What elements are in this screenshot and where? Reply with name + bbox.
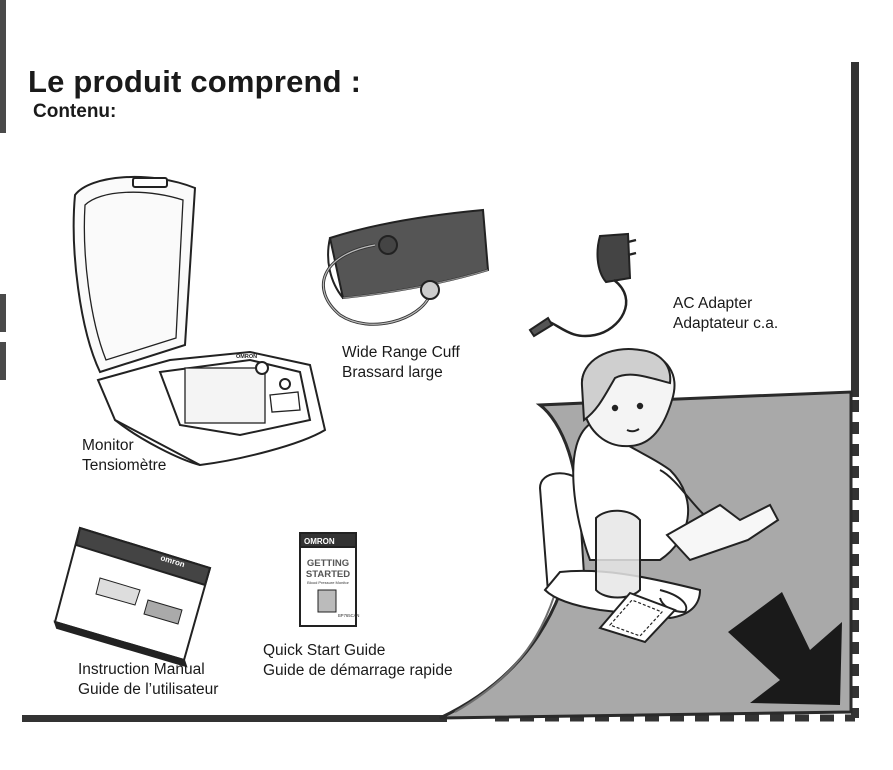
quick-start-label: Quick Start Guide Guide de démarrage rap… (263, 641, 453, 681)
cuff-label-fr: Brassard large (342, 363, 460, 383)
monitor-label: Monitor Tensiomètre (82, 436, 166, 476)
ac-adapter-illustration (530, 234, 636, 336)
cuff-label: Wide Range Cuff Brassard large (342, 343, 460, 383)
instruction-manual-illustration: omron (55, 528, 210, 666)
quick-start-brand-label: OMRON (304, 537, 335, 546)
adapter-label-fr: Adaptateur c.a. (673, 314, 778, 334)
monitor-label-en: Monitor (82, 436, 166, 456)
quick-start-cover-title-line1: GETTING (307, 558, 349, 569)
manual-label: Instruction Manual Guide de l’utilisateu… (78, 660, 218, 700)
monitor-brand-label: OMRON (236, 354, 257, 360)
cuff-label-en: Wide Range Cuff (342, 343, 460, 363)
frame-bottom-solid (22, 715, 447, 722)
frame-right-solid (851, 62, 859, 397)
manual-label-fr: Guide de l’utilisateur (78, 680, 218, 700)
quick-start-guide-illustration: OMRON GETTING STARTED Blood Pressure Mon… (300, 533, 359, 626)
cuff-illustration (323, 210, 488, 324)
adapter-label: AC Adapter Adaptateur c.a. (673, 294, 778, 334)
monitor-illustration: OMRON (74, 177, 325, 465)
quick-start-label-en: Quick Start Guide (263, 641, 453, 661)
monitor-label-fr: Tensiomètre (82, 456, 166, 476)
quick-start-cover-subtitle: Blood Pressure Monitor (307, 580, 349, 585)
quick-start-label-fr: Guide de démarrage rapide (263, 661, 453, 681)
quick-start-cover-title-line2: STARTED (306, 569, 350, 580)
manual-label-en: Instruction Manual (78, 660, 218, 680)
adapter-label-en: AC Adapter (673, 294, 778, 314)
quick-start-cover-model: BP765CAN (338, 613, 359, 618)
